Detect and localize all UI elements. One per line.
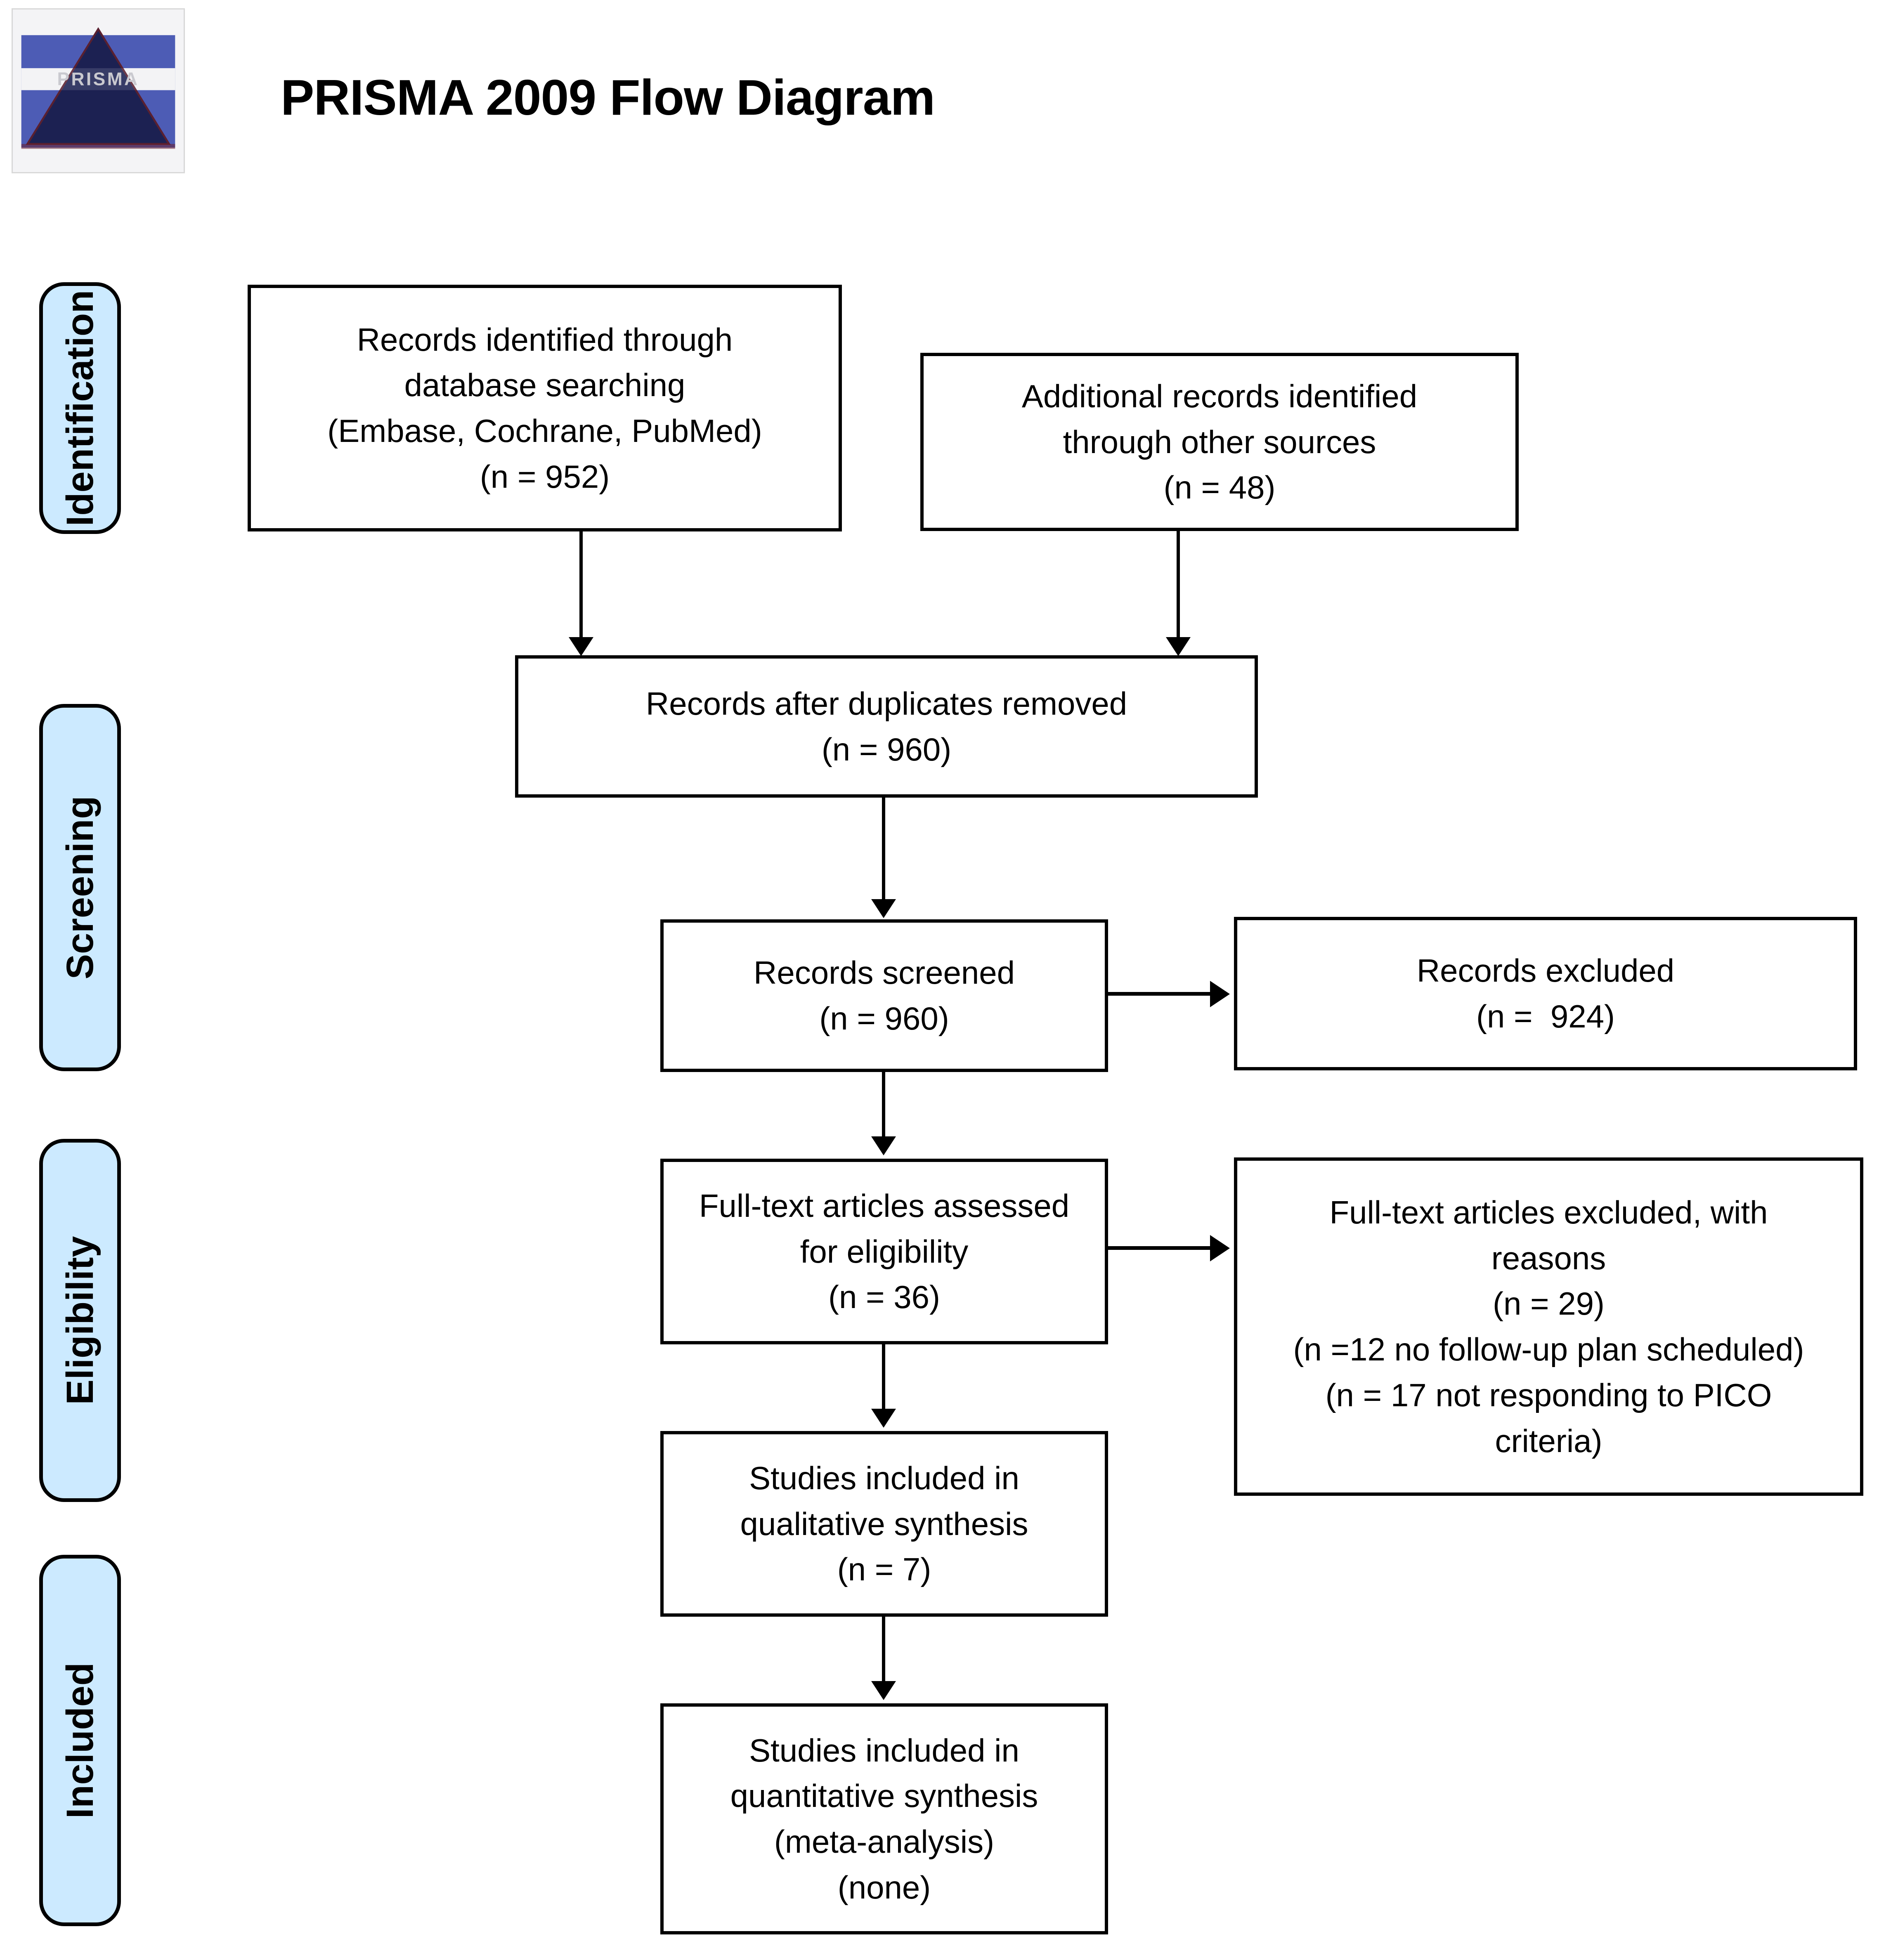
connector-fulltext-to-excluded — [1108, 1246, 1211, 1250]
connector-screened-to-excluded — [1108, 992, 1211, 996]
connector-screened-to-fulltext — [882, 1072, 885, 1138]
header: PRISMA PRISMA 2009 Flow Diagram — [0, 0, 1879, 194]
box-line: through other sources — [1063, 423, 1376, 460]
stage-label-included: Included — [39, 1555, 121, 1926]
box-line: Full-text articles excluded, with — [1329, 1194, 1768, 1230]
arrowhead-fulltext-to-excluded-icon — [1210, 1235, 1230, 1261]
prisma-logo-graphic: PRISMA — [13, 9, 184, 172]
stage-label-text: Screening — [59, 796, 101, 980]
connector-duplicates-to-screened — [882, 798, 885, 901]
box-line: (n = 36) — [828, 1279, 940, 1315]
box-line: (n = 48) — [1163, 469, 1276, 506]
box-line: Studies included in — [749, 1459, 1019, 1496]
stage-label-identification: Identification — [39, 282, 121, 534]
box-line: Records identified through — [357, 321, 733, 358]
box-line: reasons — [1491, 1240, 1606, 1276]
box-line: for eligibility — [800, 1233, 969, 1270]
box-line: Records excluded — [1416, 952, 1675, 989]
stage-label-eligibility: Eligibility — [39, 1139, 121, 1502]
box-line: quantitative synthesis — [730, 1778, 1038, 1814]
box-line: (n = 960) — [819, 1000, 949, 1037]
box-line: Records screened — [754, 954, 1015, 991]
arrowhead-fulltext-to-qualitative-icon — [871, 1409, 896, 1428]
box-line: (n =12 no follow-up plan scheduled) — [1293, 1331, 1804, 1367]
box-records-identified-database: Records identified through database sear… — [248, 285, 842, 531]
connector-fulltext-to-qualitative — [882, 1344, 885, 1410]
svg-text:PRISMA: PRISMA — [57, 69, 139, 90]
box-line: Full-text articles assessed — [699, 1187, 1070, 1224]
prisma-logo: PRISMA — [12, 8, 185, 173]
box-line: Studies included in — [749, 1732, 1019, 1769]
box-fulltext-excluded-reasons: Full-text articles excluded, with reason… — [1234, 1157, 1863, 1496]
box-line: (meta-analysis) — [774, 1823, 995, 1860]
box-fulltext-assessed-eligibility: Full-text articles assessed for eligibil… — [660, 1159, 1108, 1344]
box-line: (n = 29) — [1493, 1285, 1605, 1322]
box-line: criteria) — [1495, 1422, 1602, 1459]
box-line: (Embase, Cochrane, PubMed) — [327, 413, 762, 449]
arrowhead-qualitative-to-quantitative-icon — [871, 1681, 896, 1700]
stage-label-text: Identification — [59, 290, 101, 527]
arrowhead-database-to-duplicates-icon — [569, 637, 593, 656]
arrowhead-screened-to-fulltext-icon — [871, 1136, 896, 1155]
stage-label-text: Included — [59, 1662, 101, 1819]
box-line: database searching — [404, 367, 685, 404]
box-studies-qualitative-synthesis: Studies included in qualitative synthesi… — [660, 1431, 1108, 1617]
page-title: PRISMA 2009 Flow Diagram — [281, 69, 935, 125]
box-line: (none) — [837, 1869, 931, 1906]
box-line: (n = 952) — [480, 458, 610, 495]
box-line: (n = 17 not responding to PICO — [1325, 1377, 1772, 1413]
box-line: Records after duplicates removed — [645, 685, 1127, 722]
stage-label-text: Eligibility — [59, 1236, 101, 1405]
box-line: (n = 960) — [821, 731, 952, 767]
box-line: qualitative synthesis — [740, 1505, 1028, 1542]
box-records-screened: Records screened (n = 960) — [660, 919, 1108, 1072]
box-studies-quantitative-synthesis: Studies included in quantitative synthes… — [660, 1703, 1108, 1934]
box-line: (n = 924) — [1476, 998, 1615, 1034]
connector-other-sources-to-duplicates — [1177, 531, 1180, 639]
arrowhead-other-sources-to-duplicates-icon — [1166, 637, 1191, 656]
box-records-excluded: Records excluded (n = 924) — [1234, 917, 1857, 1070]
connector-qualitative-to-quantitative — [882, 1617, 885, 1683]
connector-database-to-duplicates — [579, 531, 583, 639]
box-line: Additional records identified — [1021, 378, 1418, 414]
box-line: (n = 7) — [837, 1551, 931, 1588]
stage-label-screening: Screening — [39, 704, 121, 1071]
arrowhead-duplicates-to-screened-icon — [871, 899, 896, 918]
box-additional-records-other-sources: Additional records identified through ot… — [920, 353, 1519, 531]
arrowhead-screened-to-excluded-icon — [1210, 981, 1230, 1007]
box-records-after-duplicates-removed: Records after duplicates removed (n = 96… — [515, 655, 1258, 798]
